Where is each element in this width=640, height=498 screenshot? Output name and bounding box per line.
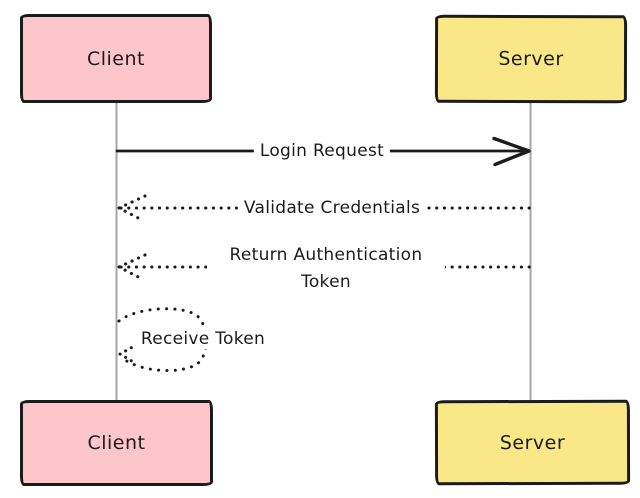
message-label-validate-credentials: Validate Credentials	[237, 197, 427, 219]
actor-box-server-top: Server	[434, 14, 628, 104]
validate-credentials-arrowhead-icon	[115, 194, 147, 223]
actor-box-client-bottom: Client	[20, 400, 213, 486]
message-label-login-request: Login Request	[253, 140, 391, 162]
message-label-receive-token: Receive Token	[134, 329, 272, 349]
actor-label-client: Client	[87, 432, 146, 454]
login-request-arrowhead-icon	[492, 136, 531, 167]
actor-box-server-bottom: Server	[434, 399, 631, 486]
return-token-arrowhead-icon	[115, 253, 147, 282]
actor-label-server: Server	[499, 431, 566, 454]
actor-box-client-top: Client	[20, 14, 212, 103]
actor-label-client: Client	[86, 47, 145, 70]
message-label-return-authentication-token: Return Authentication Token	[207, 242, 445, 296]
receive-token-arrowhead-icon	[117, 343, 139, 365]
actor-label-server: Server	[498, 47, 564, 71]
